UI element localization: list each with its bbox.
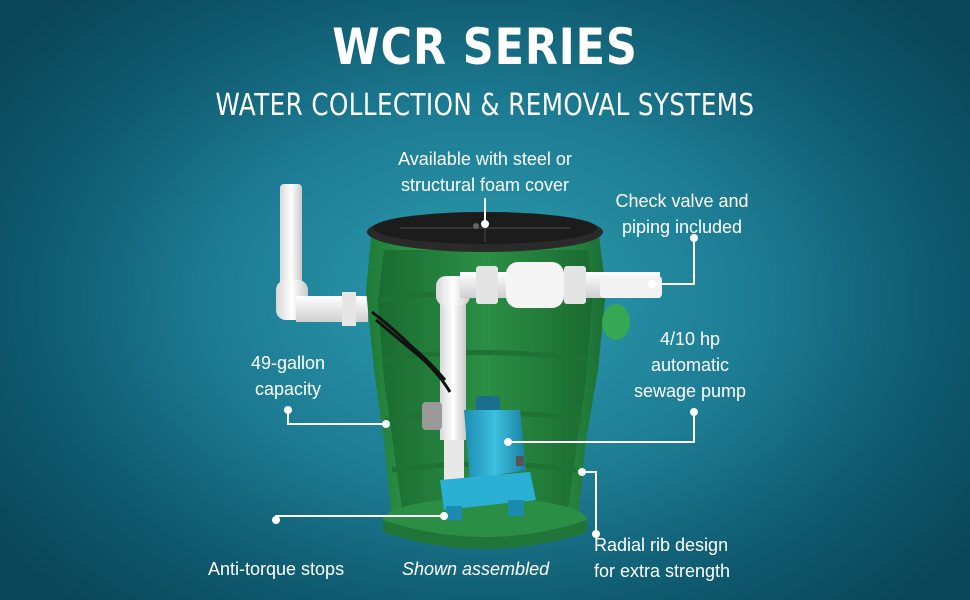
callout-radial-line2: for extra strength bbox=[594, 561, 731, 581]
callout-capacity-line2: capacity bbox=[254, 379, 322, 399]
caption-shown-assembled: Shown assembled bbox=[402, 559, 550, 579]
callout-cover-line1: Available with steel or bbox=[398, 149, 572, 169]
callout-pump-line3: sewage pump bbox=[633, 381, 747, 401]
callout-check-valve: Check valve and piping included bbox=[602, 188, 762, 240]
callout-check-line2: piping included bbox=[621, 217, 743, 237]
callout-radial-rib: Radial rib design for extra strength bbox=[594, 532, 764, 584]
float-switch bbox=[422, 402, 442, 430]
callout-cover-line2: structural foam cover bbox=[400, 175, 570, 195]
callout-check-line1: Check valve and bbox=[615, 191, 749, 211]
product-title: WCR SERIES bbox=[332, 18, 638, 76]
vent-pipe bbox=[276, 184, 368, 326]
callout-pump-line2: automatic bbox=[650, 355, 730, 375]
sewage-pump bbox=[440, 396, 536, 520]
callout-cover: Available with steel or structural foam … bbox=[370, 146, 600, 198]
callout-anti-torque: Anti-torque stops bbox=[208, 559, 345, 579]
callout-capacity: 49-gallon capacity bbox=[228, 350, 348, 402]
product-subtitle: WATER COLLECTION & REMOVAL SYSTEMS bbox=[215, 88, 755, 123]
discharge-piping bbox=[436, 262, 662, 480]
leader-dots bbox=[272, 220, 698, 538]
callout-pump: 4/10 hp automatic sewage pump bbox=[620, 326, 760, 404]
callout-radial-line1: Radial rib design bbox=[594, 535, 729, 555]
callout-pump-line1: 4/10 hp bbox=[659, 329, 721, 349]
callout-capacity-line1: 49-gallon bbox=[250, 353, 326, 373]
